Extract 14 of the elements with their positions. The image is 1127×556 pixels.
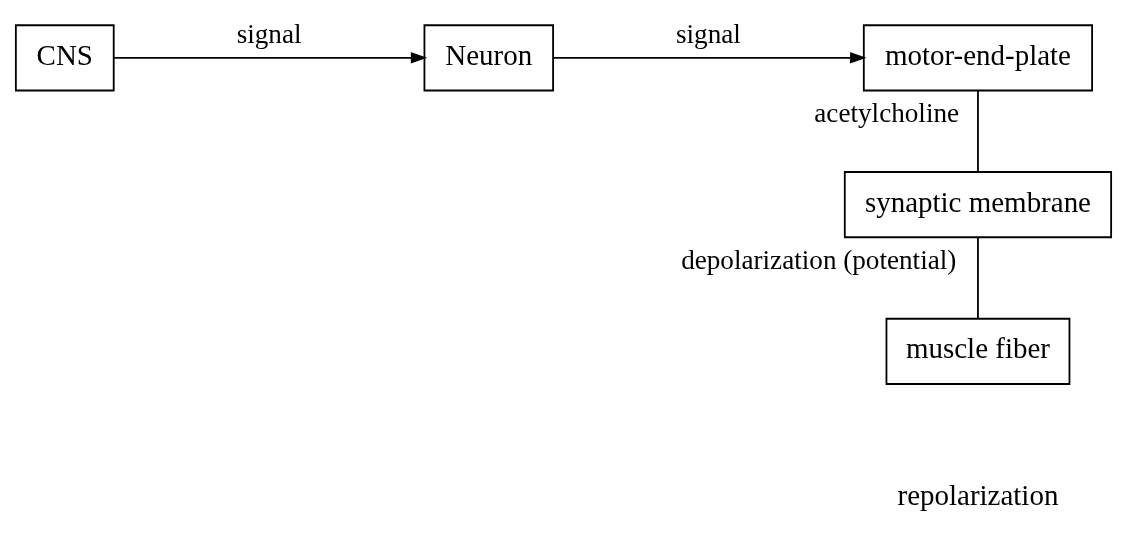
connector <box>977 236 979 320</box>
arrow <box>552 52 867 64</box>
edge-label: depolarization (potential) <box>681 244 957 275</box>
node-box: Neuron <box>423 24 554 92</box>
node-box: muscle fiber <box>885 317 1071 385</box>
node-box: CNS <box>14 24 115 92</box>
edge-label: signal <box>676 19 741 50</box>
edge-label: signal <box>236 19 302 50</box>
arrow <box>113 52 428 64</box>
node-box: synaptic membrane <box>843 171 1113 239</box>
connector <box>977 89 979 173</box>
node-box: motor-end-plate <box>862 24 1093 92</box>
label: repolarization <box>897 479 1059 512</box>
edge-label: acetylcholine <box>814 98 960 129</box>
